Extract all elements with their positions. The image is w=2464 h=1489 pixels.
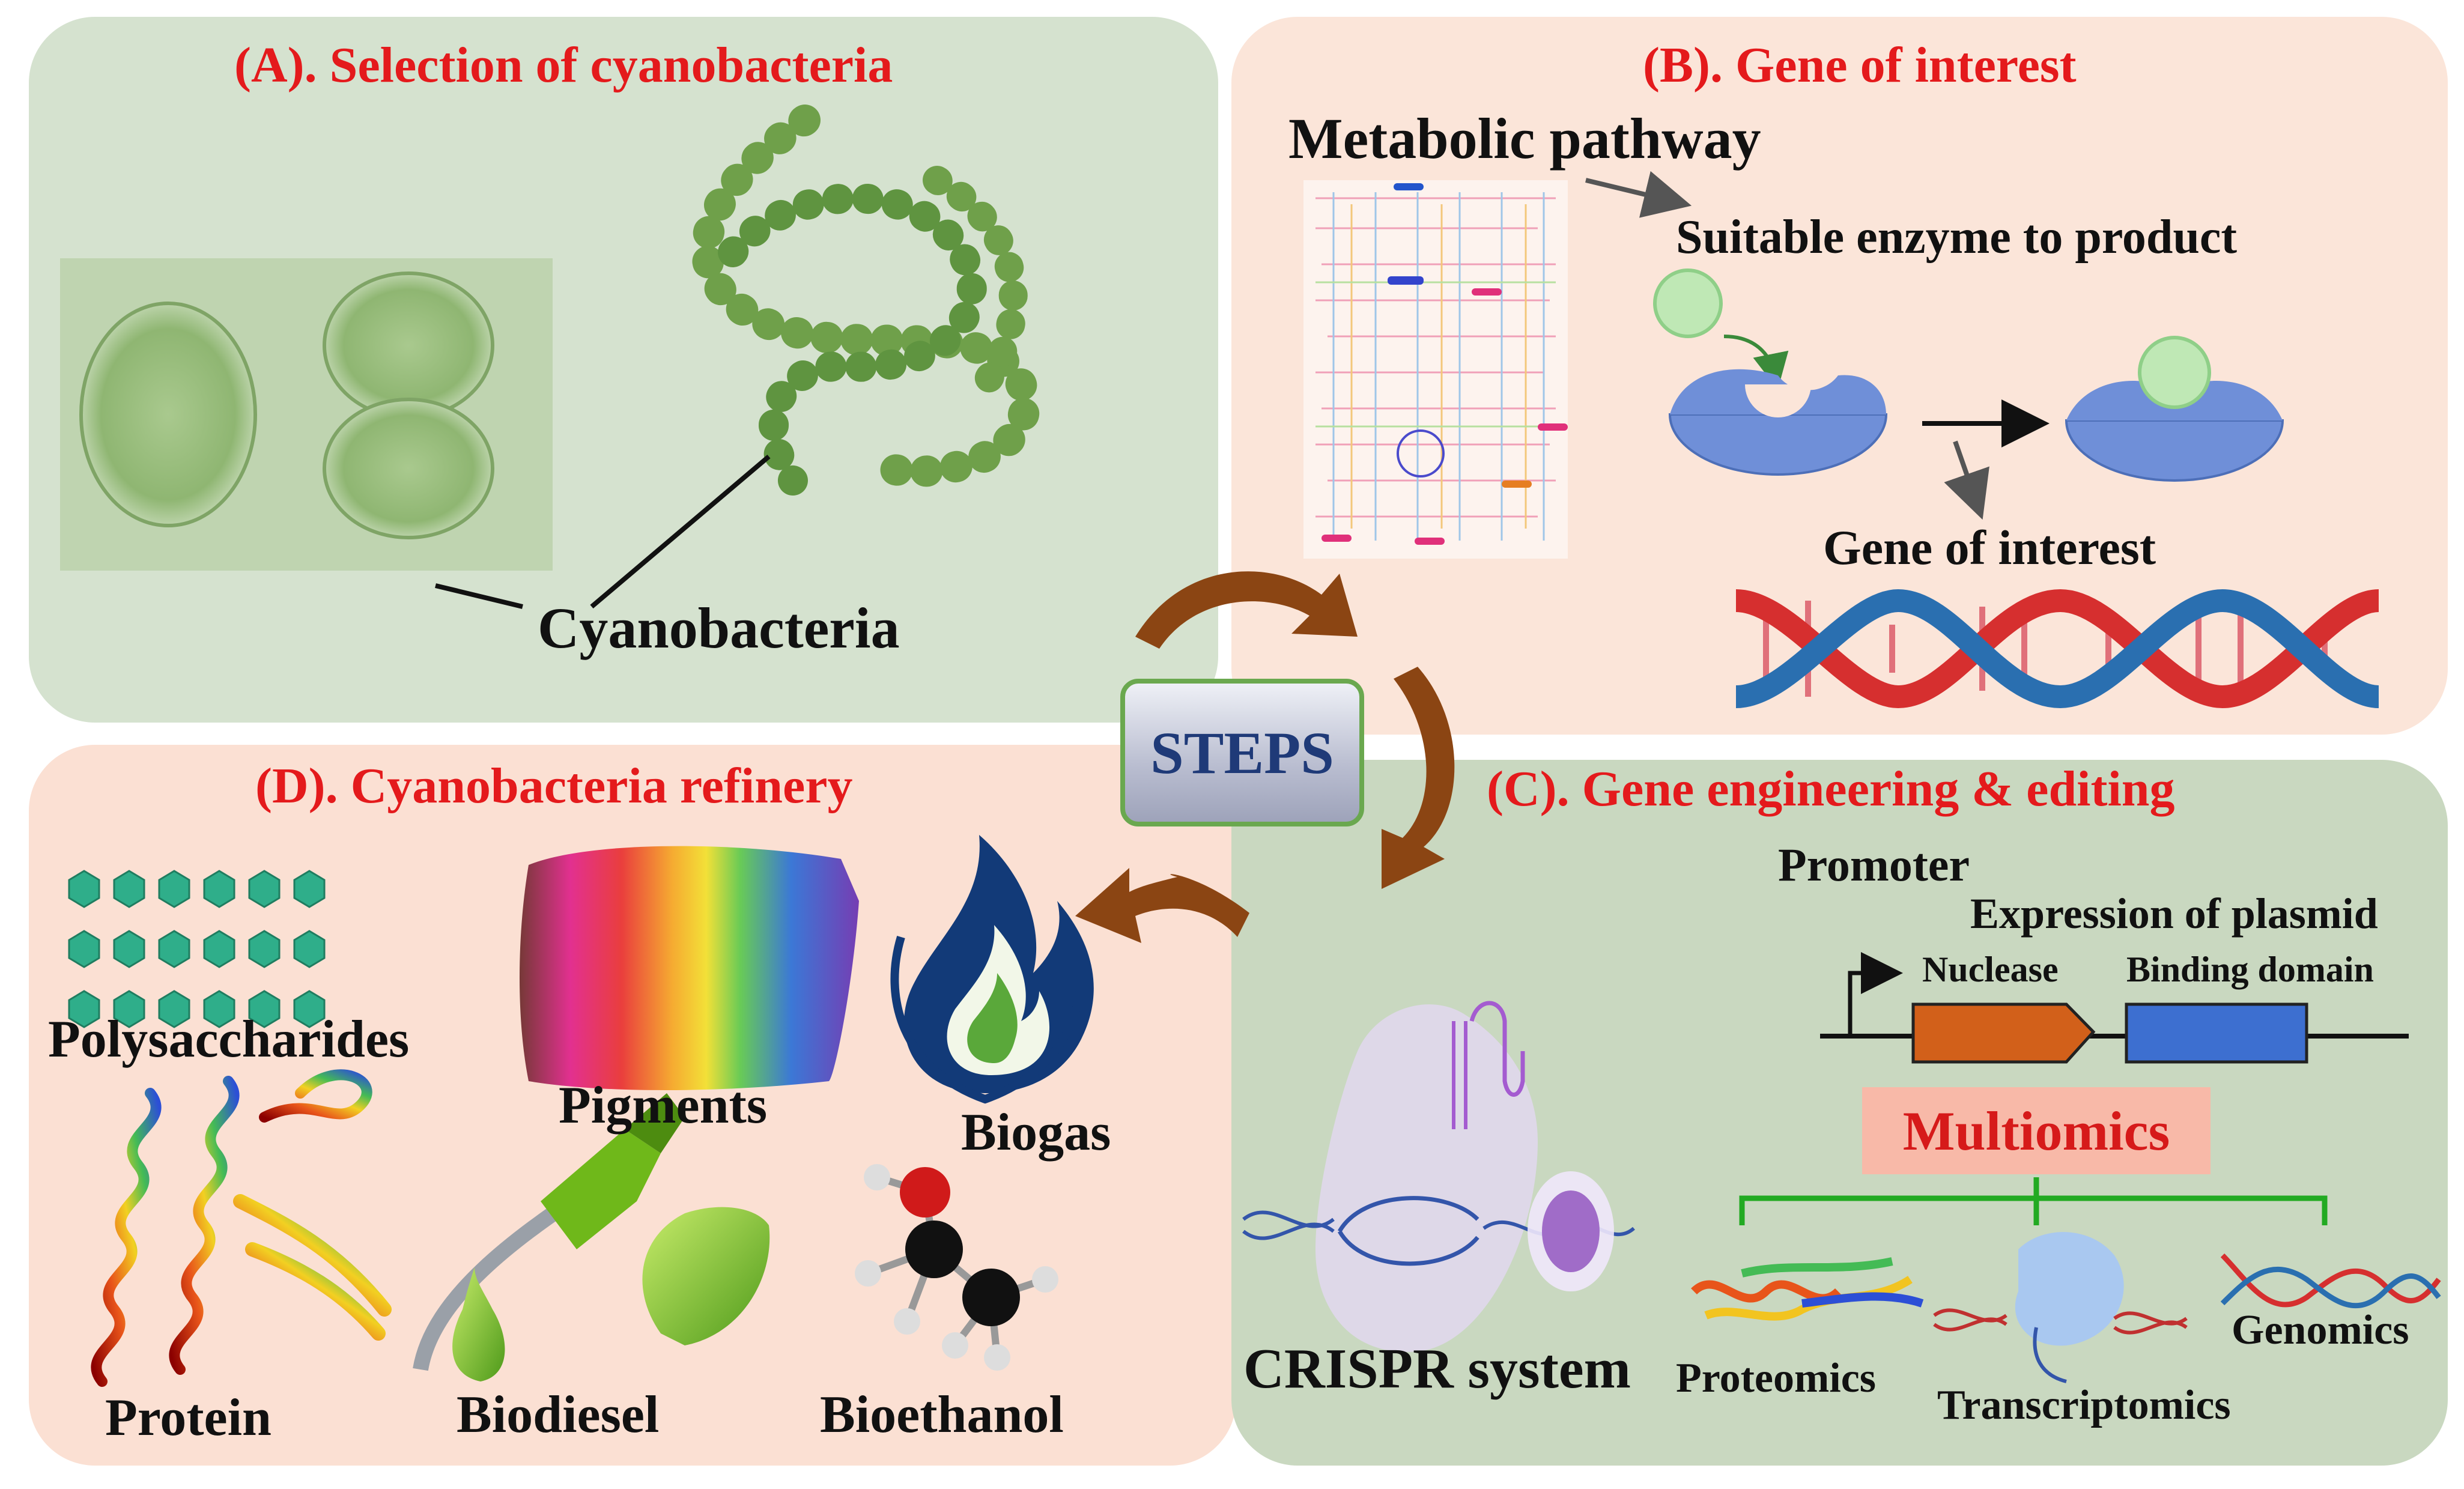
steps-box: STEPS [1120,679,1364,826]
steps-label: STEPS [1150,719,1334,786]
bioethanol-label: Bioethanol [820,1386,1064,1444]
multiomics-box: Multiomics [1862,1087,2211,1174]
panel-a-title: (A). Selection of cyanobacteria [234,37,893,93]
protein-structure-icon [91,1069,392,1387]
step-arrows [1075,571,1455,943]
expression-of-plasmid-label: Expression of plasmid [1970,890,2378,938]
multiomics-label: Multiomics [1902,1100,2170,1162]
nuclease-label: Nuclease [1922,950,2059,989]
metabolic-pathway-label: Metabolic pathway [1288,106,1761,171]
filamentous-cyanobacteria-icon [691,105,1040,496]
panel-b-title: (B). Gene of interest [1643,37,2077,93]
cyanobacteria-micrograph [60,258,553,571]
promoter-label: Promoter [1778,839,1970,891]
protein-label: Protein [105,1389,272,1447]
dna-double-helix-icon [1735,589,2380,709]
polysaccharides-label: Polysaccharides [48,1010,410,1069]
crispr-system-icon [1242,1001,1635,1352]
suitable-enzyme-label: Suitable enzyme to product [1676,211,2238,264]
cyanobacteria-pointer-lines [435,454,771,609]
pigments-icon [520,846,859,1090]
biogas-flame-icon [890,835,1094,1104]
crispr-system-label: CRISPR system [1243,1338,1631,1400]
panel-c-title: (C). Gene engineering & editing [1487,761,2175,817]
multiomics-bracket [1739,1177,2328,1225]
binding-domain-label: Binding domain [2126,950,2374,989]
panel-d-title: (D). Cyanobacteria refinery [255,758,853,814]
genomics-icon [2220,1253,2441,1309]
biodiesel-icon [413,1093,770,1381]
biogas-label: Biogas [961,1103,1111,1162]
transcriptomics-label: Transcriptomics [1937,1382,2231,1428]
bioethanol-molecule-icon [855,1164,1058,1371]
proteomics-icon [1691,1257,1924,1321]
biodiesel-label: Biodiesel [457,1386,660,1444]
polysaccharides-icon [68,870,326,1028]
metabolic-pathway-map [1303,180,1568,559]
transcriptomics-icon [1933,1232,2188,1383]
plasmid-construct-diagram [1820,952,2409,1064]
enzyme-reaction-diagram [1585,171,2284,520]
proteomics-label: Proteomics [1676,1355,1877,1401]
cyanobacteria-label: Cyanobacteria [538,596,900,660]
genomics-label: Genomics [2232,1307,2409,1353]
gene-of-interest-label: Gene of interest [1823,520,2156,575]
pigments-label: Pigments [559,1076,768,1135]
